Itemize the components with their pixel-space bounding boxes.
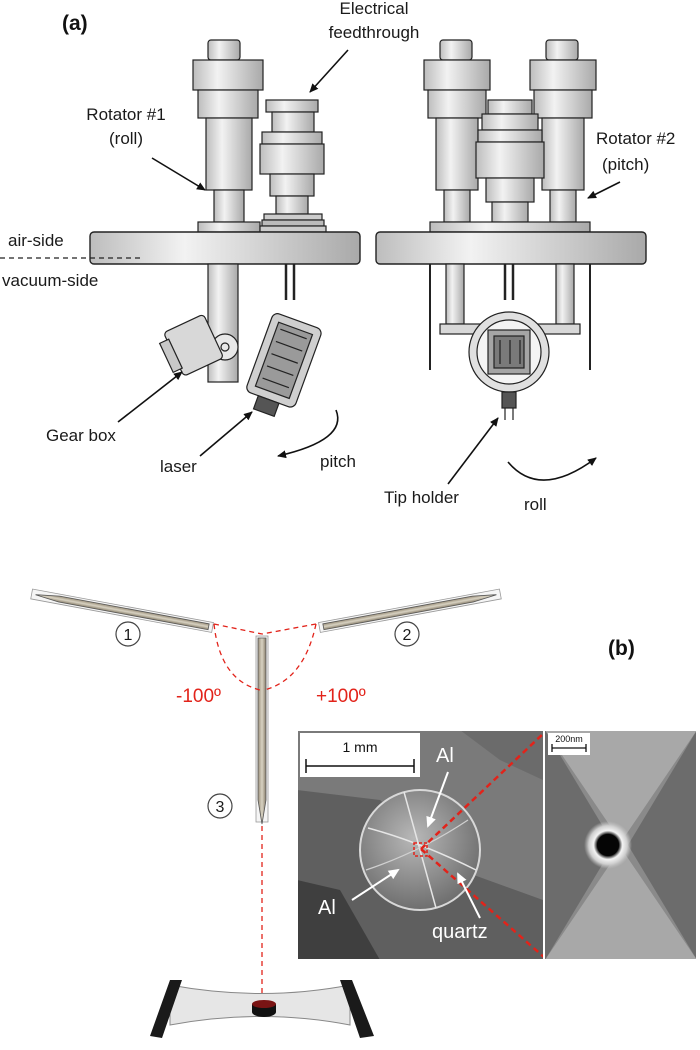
angle-right-label: +100º: [316, 686, 366, 707]
quartz-label: quartz: [432, 921, 488, 943]
rotator-2-arrow: [587, 181, 621, 199]
position-2-circle: [394, 621, 420, 647]
sem-image-zoom: [545, 730, 697, 960]
sem-overview-labels: 1 mm Al Al quartz: [300, 733, 488, 943]
gear-box-label: Gear box: [46, 426, 116, 445]
panel-a: (a): [0, 0, 675, 514]
al-label-top: Al: [436, 745, 454, 767]
right-flange: [375, 231, 647, 265]
scale-bar-1mm: 1 mm: [343, 739, 378, 755]
feedthrough-drawing: [259, 99, 327, 233]
scale-bar-200nm: 200nm: [555, 734, 583, 744]
rotator-2-label-line1: Rotator #2: [596, 129, 675, 148]
al-bottom-arrow: [351, 868, 400, 901]
panel-a-label: (a): [62, 12, 88, 35]
roll-label: roll: [524, 495, 547, 514]
tip-position-3: [255, 635, 269, 825]
panel-b-label: (b): [608, 637, 635, 660]
vacuum-side-label: vacuum-side: [2, 271, 98, 290]
laser-label: laser: [160, 457, 197, 476]
position-3-number: 3: [216, 799, 225, 816]
electrical-feedthrough-label-line1: Electrical: [340, 0, 409, 18]
sem-frame: [296, 729, 698, 961]
roll-arrow: [507, 457, 597, 481]
panel-b: (b) 1 2 3: [30, 588, 698, 1038]
tip-holder-arrow: [447, 417, 499, 485]
pitch-label: pitch: [320, 452, 356, 471]
rotator-1-drawing: [192, 39, 264, 233]
tip-position-2: [318, 588, 502, 633]
electrical-feedthrough-label-line2: feedthrough: [329, 23, 420, 42]
position-3-circle: [207, 793, 233, 819]
left-vacuum-mechanism: [158, 263, 322, 418]
tip-position-1: [30, 588, 214, 633]
rotator-2-label-line2: (pitch): [602, 155, 649, 174]
al-label-bottom: Al: [318, 897, 336, 919]
air-side-label: air-side: [8, 231, 64, 250]
angle-left-label: -100º: [176, 686, 221, 707]
right-vacuum-mechanism: [429, 263, 591, 420]
rotator-1-label-line1: Rotator #1: [86, 105, 165, 124]
al-top-arrow: [426, 771, 449, 828]
gear-box-arrow: [117, 371, 183, 423]
rotator-1-arrow: [151, 157, 206, 191]
quartz-arrow: [457, 872, 481, 919]
rotator-1-label-line2: (roll): [109, 129, 143, 148]
sample-stage: [150, 980, 374, 1038]
panel-a-arrows: [117, 49, 621, 485]
rotator-2-drawing: [423, 39, 597, 233]
position-markers: 1 2 3: [115, 621, 420, 819]
tip-holder-label: Tip holder: [384, 488, 459, 507]
feedthrough-arrow: [309, 49, 349, 93]
pitch-arrow: [277, 409, 339, 459]
sem-zoom-labels: 200nm: [548, 733, 590, 755]
position-1-circle: [115, 621, 141, 647]
left-flange: [89, 231, 361, 265]
position-1-number: 1: [124, 627, 133, 644]
laser-arrow: [199, 411, 253, 457]
angle-guides: [213, 623, 317, 1005]
position-2-number: 2: [403, 627, 412, 644]
